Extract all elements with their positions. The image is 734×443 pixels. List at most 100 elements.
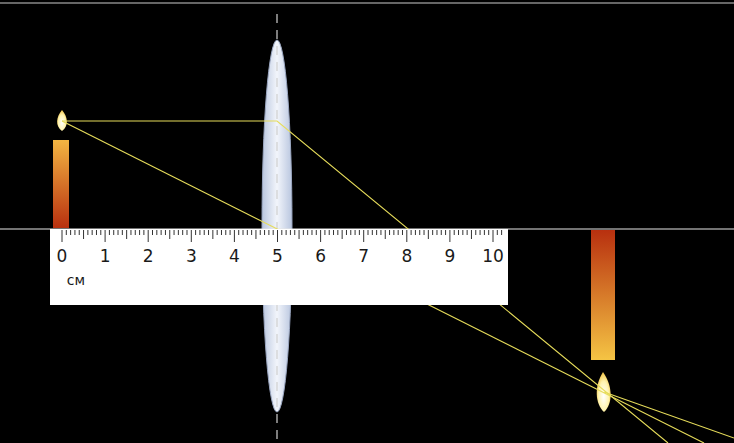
tick-mark [169,230,170,239]
tick-mark [316,230,317,235]
tick-mark [70,230,71,235]
tick-mark [346,230,347,235]
tick-mark [359,230,360,235]
tick-mark [415,230,416,235]
tick-mark [441,230,442,235]
tick-mark [324,230,325,235]
tick-mark [208,230,209,235]
scale-number: 7 [358,248,369,265]
tick-mark [501,230,502,235]
tick-mark [286,230,287,235]
tick-mark [311,230,312,235]
tick-mark [320,230,321,242]
tick-mark [462,230,463,235]
tick-mark [100,230,101,235]
tick-mark [333,230,334,235]
top-border [0,2,734,4]
tick-mark [74,230,75,235]
tick-mark [436,230,437,235]
ruler [50,229,508,305]
scale-number: 4 [229,248,240,265]
tick-mark [156,230,157,235]
tick-mark [204,230,205,235]
image-flame [597,372,611,412]
tick-mark [148,230,149,242]
scale-number: 3 [186,248,197,265]
image-candle [591,230,615,360]
tick-mark [277,230,278,242]
tick-mark [247,230,248,235]
tick-mark [182,230,183,235]
tick-mark [195,230,196,235]
tick-mark [260,230,261,235]
scale-number: 8 [401,248,412,265]
tick-mark [350,230,351,235]
tick-mark [122,230,123,235]
tick-mark [454,230,455,235]
tick-mark [96,230,97,235]
tick-mark [165,230,166,235]
tick-mark [419,230,420,235]
tick-mark [118,230,119,235]
tick-mark [480,230,481,235]
tick-mark [428,230,429,239]
tick-mark [87,230,88,235]
tick-mark [221,230,222,235]
tick-mark [385,230,386,239]
tick-mark [62,230,63,242]
tick-mark [230,230,231,235]
scale-number: 5 [272,248,283,265]
tick-mark [139,230,140,235]
tick-mark [488,230,489,235]
tick-mark [243,230,244,235]
tick-mark [337,230,338,235]
ray-extension [604,392,734,438]
tick-mark [273,230,274,235]
tick-mark [294,230,295,235]
tick-mark [281,230,282,235]
tick-mark [389,230,390,235]
scale-number: 2 [143,248,154,265]
tick-mark [268,230,269,235]
tick-mark [113,230,114,235]
scale-number: 9 [444,248,455,265]
tick-mark [186,230,187,235]
tick-mark [376,230,377,235]
tick-mark [126,230,127,239]
tick-mark [92,230,93,235]
scale-number: 6 [315,248,326,265]
tick-mark [66,230,67,235]
tick-mark [493,230,494,242]
tick-mark [130,230,131,235]
scale-number: 1 [100,248,111,265]
tick-mark [432,230,433,235]
tick-mark [178,230,179,235]
tick-mark [105,230,106,242]
tick-mark [251,230,252,235]
tick-mark [143,230,144,235]
tick-mark [393,230,394,235]
tick-mark [217,230,218,235]
tick-mark [363,230,364,242]
tick-mark [199,230,200,235]
tick-mark [380,230,381,235]
tick-mark [355,230,356,235]
tick-mark [303,230,304,235]
tick-mark [225,230,226,235]
ruler-ticks [62,230,502,242]
tick-mark [191,230,192,242]
tick-mark [238,230,239,235]
tick-mark [152,230,153,235]
tick-mark [372,230,373,235]
tick-mark [467,230,468,235]
object-candle [53,140,69,228]
tick-mark [449,230,450,242]
tick-mark [406,230,407,242]
tick-mark [329,230,330,235]
tick-mark [342,230,343,239]
scale-number: 0 [57,248,68,265]
tick-mark [307,230,308,235]
tick-mark [445,230,446,235]
tick-mark [83,230,84,239]
